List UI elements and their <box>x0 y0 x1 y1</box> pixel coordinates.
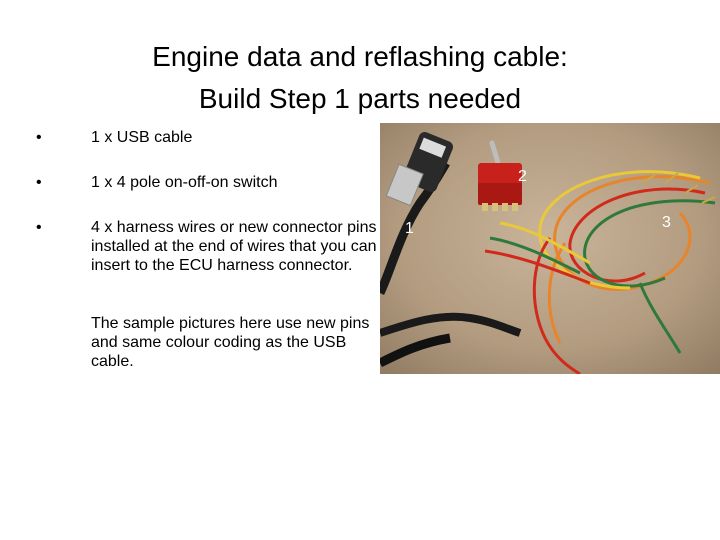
bullet-usb-cable: 1 x USB cable <box>91 129 193 146</box>
usb-cable-image <box>380 132 522 368</box>
harness-wires-image <box>484 170 716 374</box>
bullet-marker: • <box>36 219 42 236</box>
connector-pins-image <box>641 172 716 204</box>
title-line-2: Build Step 1 parts needed <box>198 83 522 114</box>
parts-photo: 1 2 3 <box>380 123 720 374</box>
photo-label-wires: 3 <box>662 214 671 231</box>
parts-photo-svg: 1 2 3 <box>380 123 720 374</box>
photo-label-usb: 1 <box>405 220 414 237</box>
bullet-marker: • <box>36 129 42 146</box>
slide-title: Engine data and reflashing cable: Build … <box>0 36 720 120</box>
bullet-harness-wires: 4 x harness wires or new connector pins … <box>91 219 377 274</box>
note-text: The sample pictures here use new pins an… <box>91 315 370 370</box>
bullet-switch: 1 x 4 pole on-off-on switch <box>91 174 278 191</box>
photo-label-switch: 2 <box>518 168 527 185</box>
toggle-switch-image <box>478 140 522 211</box>
bullet-marker: • <box>36 174 42 191</box>
title-line-1: Engine data and reflashing cable: <box>152 41 568 72</box>
